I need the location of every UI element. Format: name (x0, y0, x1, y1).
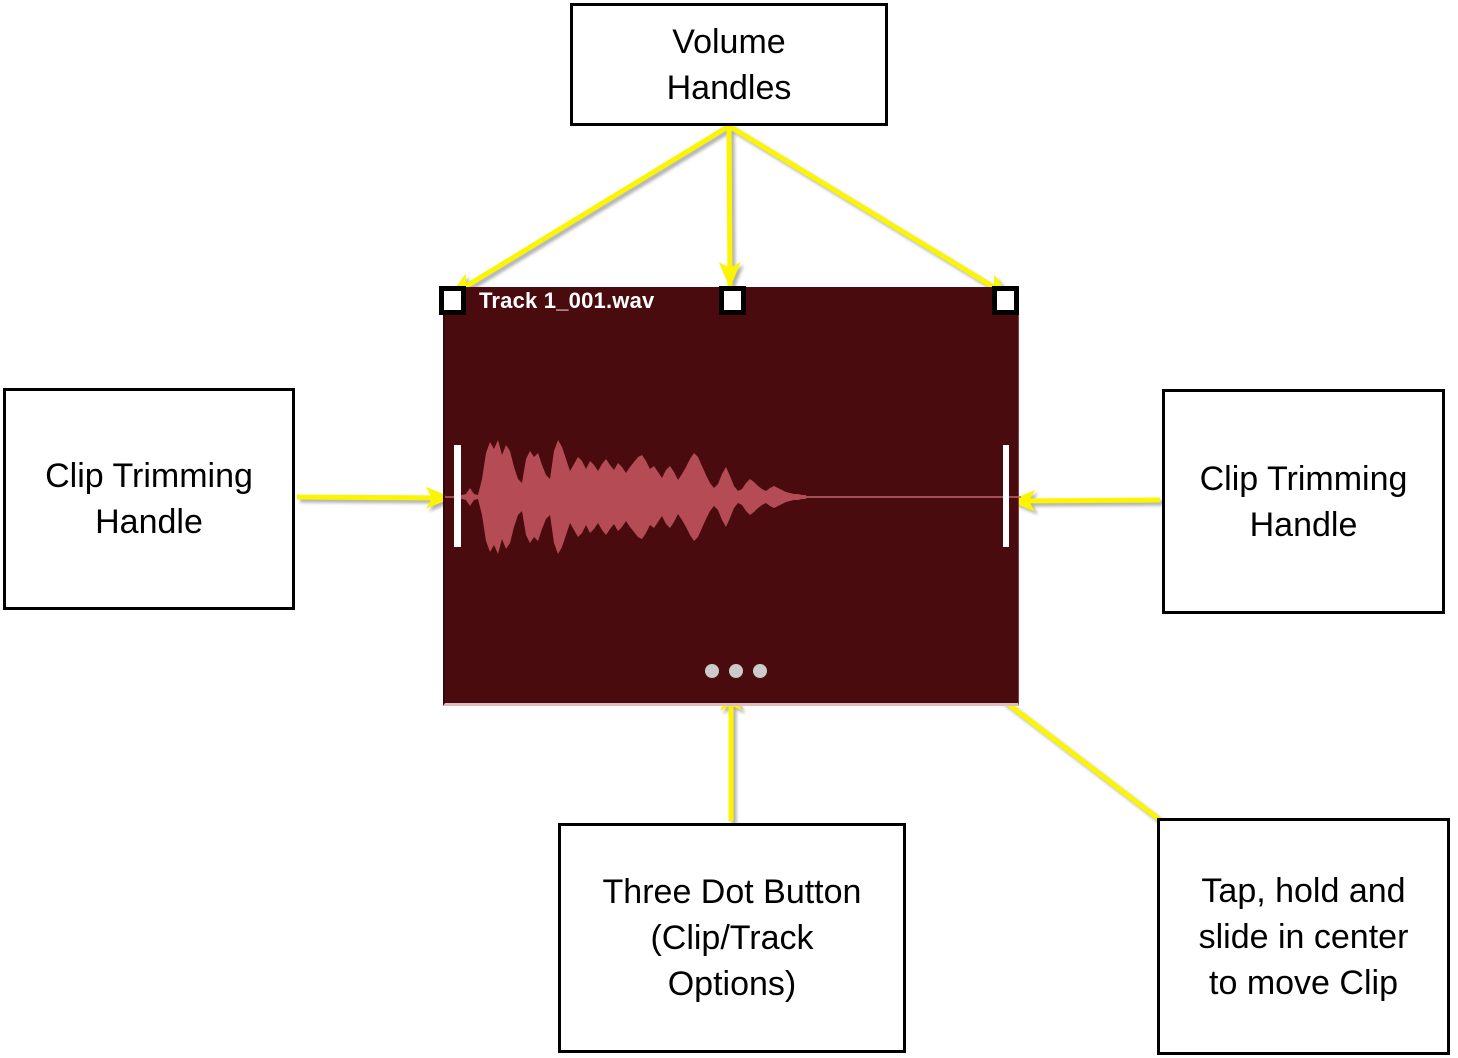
clip-trim-handle-right[interactable] (1003, 445, 1009, 547)
arrow-to-center-volume-handle (729, 126, 730, 287)
arrow-to-left-volume-handle (450, 126, 729, 296)
clip-title: Track 1_001.wav (479, 288, 654, 314)
label-clip-trimming-handle-right: Clip Trimming Handle (1162, 389, 1445, 614)
arrow-to-right-volume-handle (729, 126, 1010, 297)
dot-icon (753, 664, 767, 678)
waveform (445, 287, 1021, 706)
volume-handle-center-icon[interactable] (719, 286, 746, 315)
volume-handle-left-icon[interactable] (439, 286, 466, 315)
volume-handle-right-icon[interactable] (992, 286, 1019, 315)
clip-trim-handle-left[interactable] (454, 445, 461, 547)
dot-icon (705, 664, 719, 678)
label-clip-trimming-handle-left: Clip Trimming Handle (3, 388, 295, 610)
label-tap-hold-slide: Tap, hold and slide in center to move Cl… (1157, 818, 1450, 1055)
dot-icon (729, 664, 743, 678)
label-volume-handles: Volume Handles (570, 3, 888, 126)
arrow-to-left-trim-handle (297, 497, 451, 498)
label-three-dot-button: Three Dot Button (Clip/Track Options) (558, 823, 906, 1053)
audio-clip[interactable]: Track 1_001.wav (443, 287, 1019, 706)
three-dot-button[interactable] (705, 664, 767, 678)
arrow-to-right-trim-handle (1010, 500, 1160, 501)
